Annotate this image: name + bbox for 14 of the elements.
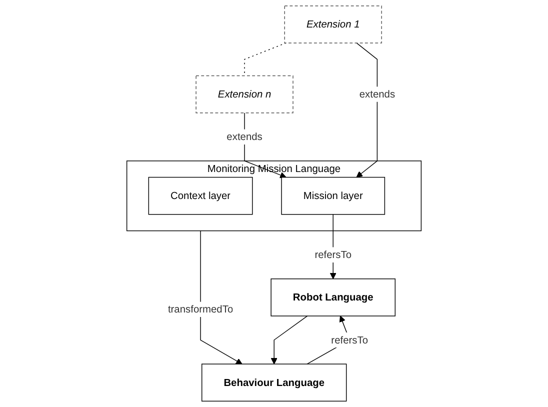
edge-label: refersTo	[314, 248, 352, 260]
arrow	[356, 42, 378, 178]
node-box: Behaviour Language	[201, 364, 347, 402]
node-box: Extension 1	[284, 5, 382, 44]
node-box: Extension n	[196, 75, 294, 114]
edge-label: refersTo	[331, 334, 368, 346]
arrow	[200, 230, 242, 364]
edge-label: transformedTo	[168, 303, 234, 315]
node-box: Context layer	[148, 176, 253, 215]
arrow	[270, 316, 308, 364]
node-box: Robot Language	[270, 278, 396, 316]
edge-label: extends	[226, 130, 262, 142]
edge-label: extends	[359, 88, 396, 100]
node-box: Mission layer	[281, 176, 386, 215]
